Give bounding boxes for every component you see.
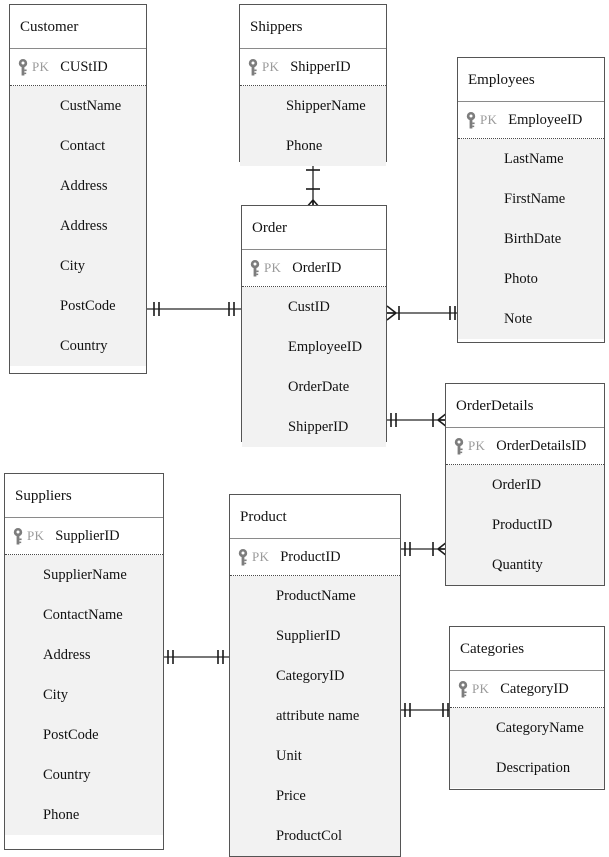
key-icon xyxy=(458,680,471,698)
key-icon xyxy=(466,111,479,129)
attribute-row: ShipperName xyxy=(286,98,366,114)
attribute-row: Price xyxy=(276,788,306,804)
key-icon xyxy=(454,437,467,455)
entity-title: Categories xyxy=(450,627,604,671)
entity-title: Shippers xyxy=(240,5,386,49)
entity-primary-key-row[interactable]: PK SupplierID xyxy=(5,518,163,555)
attribute-row: CategoryName xyxy=(496,720,584,736)
attribute-row: OrderDate xyxy=(288,379,350,395)
key-icon xyxy=(250,259,263,277)
relationship-suppliers-product[interactable] xyxy=(162,646,230,668)
entity-customer[interactable]: Customer PK CUStID CustName Contact Addr… xyxy=(9,4,147,374)
attribute-row: Contact xyxy=(60,138,106,154)
attribute-row: City xyxy=(43,687,68,703)
entity-attributes: CustName Contact Address Address City Po… xyxy=(10,86,146,366)
pk-tag: PK xyxy=(32,59,50,74)
entity-primary-key-row[interactable]: PK OrderID xyxy=(242,250,386,287)
entity-categories[interactable]: Categories PK CategoryID CategoryName De… xyxy=(449,626,605,790)
attribute-row: Phone xyxy=(43,807,80,823)
entity-primary-key-row[interactable]: PK OrderDetailsID xyxy=(446,428,604,465)
relationship-product-categories[interactable] xyxy=(400,699,456,721)
entity-primary-key-row[interactable]: PK EmployeeID xyxy=(458,102,604,139)
entity-primary-key-row[interactable]: PK ProductID xyxy=(230,539,400,576)
attribute-row: attribute name xyxy=(276,708,360,724)
entity-attributes: SupplierName ContactName Address City Po… xyxy=(5,555,163,835)
entity-title: Suppliers xyxy=(5,474,163,518)
attribute-row: CustID xyxy=(288,299,330,315)
key-icon xyxy=(238,548,251,566)
attribute-row: Quantity xyxy=(492,557,543,573)
entity-attributes: CustID EmployeeID OrderDate ShipperID xyxy=(242,287,386,447)
entity-primary-key-row[interactable]: PK CUStID xyxy=(10,49,146,86)
pk-field-name: CategoryID xyxy=(500,680,569,697)
relationship-order-employees[interactable] xyxy=(386,302,462,324)
entity-attributes: ProductName SupplierID CategoryID attrib… xyxy=(230,576,400,856)
attribute-row: Country xyxy=(43,767,91,783)
attribute-row: Phone xyxy=(286,138,323,154)
entity-title: Employees xyxy=(458,58,604,102)
pk-field-name: ProductID xyxy=(280,548,341,565)
entity-attributes: OrderID ProductID Quantity xyxy=(446,465,604,585)
entity-suppliers[interactable]: Suppliers PK SupplierID SupplierName Con… xyxy=(4,473,164,850)
entity-attributes: LastName FirstName BirthDate Photo Note xyxy=(458,139,604,339)
entity-shippers[interactable]: Shippers PK ShipperID ShipperName Phone xyxy=(239,4,387,166)
pk-tag: PK xyxy=(252,549,270,564)
attribute-row: BirthDate xyxy=(504,231,562,247)
key-icon xyxy=(248,58,261,76)
entity-primary-key-row[interactable]: PK ShipperID xyxy=(240,49,386,86)
pk-field-name: EmployeeID xyxy=(508,111,583,128)
attribute-row: Photo xyxy=(504,271,538,287)
attribute-row: ContactName xyxy=(43,607,123,623)
attribute-row: Note xyxy=(504,311,533,327)
attribute-row: Address xyxy=(43,647,91,663)
attribute-row: ShipperID xyxy=(288,419,349,435)
entity-attributes: CategoryName Descripation xyxy=(450,708,604,788)
entity-attributes: ShipperName Phone xyxy=(240,86,386,166)
relationship-product-orderdetails[interactable] xyxy=(400,538,448,560)
pk-tag: PK xyxy=(468,438,486,453)
attribute-row: ProductCol xyxy=(276,828,343,844)
pk-field-name: CUStID xyxy=(60,58,108,75)
pk-tag: PK xyxy=(264,260,282,275)
entity-employees[interactable]: Employees PK EmployeeID LastName FirstNa… xyxy=(457,57,605,343)
attribute-row: FirstName xyxy=(504,191,566,207)
entity-order[interactable]: Order PK OrderID CustID EmployeeID Order… xyxy=(241,205,387,447)
attribute-row: Address xyxy=(60,218,108,234)
attribute-row: Descripation xyxy=(496,760,571,776)
pk-field-name: OrderID xyxy=(292,259,342,276)
attribute-row: LastName xyxy=(504,151,564,167)
attribute-row: EmployeeID xyxy=(288,339,363,355)
attribute-row: ProductID xyxy=(492,517,553,533)
entity-title: OrderDetails xyxy=(446,384,604,428)
pk-tag: PK xyxy=(27,528,45,543)
relationship-customer-order[interactable] xyxy=(146,298,242,320)
pk-field-name: SupplierID xyxy=(55,527,120,544)
attribute-row: SupplierName xyxy=(43,567,127,583)
attribute-row: CustName xyxy=(60,98,122,114)
pk-tag: PK xyxy=(480,112,498,127)
pk-tag: PK xyxy=(262,59,280,74)
attribute-row: SupplierID xyxy=(276,628,341,644)
entity-product[interactable]: Product PK ProductID ProductName Supplie… xyxy=(229,494,401,857)
pk-tag: PK xyxy=(472,681,490,696)
attribute-row: Address xyxy=(60,178,108,194)
attribute-row: Country xyxy=(60,338,108,354)
entity-title: Order xyxy=(242,206,386,250)
relationship-order-orderdetails[interactable] xyxy=(386,409,448,431)
attribute-row: PostCode xyxy=(43,727,99,743)
pk-field-name: OrderDetailsID xyxy=(496,437,587,454)
attribute-row: PostCode xyxy=(60,298,116,314)
attribute-row: OrderID xyxy=(492,477,542,493)
entity-title: Product xyxy=(230,495,400,539)
attribute-row: ProductName xyxy=(276,588,356,604)
pk-field-name: ShipperID xyxy=(290,58,351,75)
attribute-row: CategoryID xyxy=(276,668,345,684)
key-icon xyxy=(13,527,26,545)
entity-orderdetails[interactable]: OrderDetails PK OrderDetailsID OrderID P… xyxy=(445,383,605,586)
key-icon xyxy=(18,58,31,76)
entity-title: Customer xyxy=(10,5,146,49)
entity-primary-key-row[interactable]: PK CategoryID xyxy=(450,671,604,708)
attribute-row: City xyxy=(60,258,85,274)
attribute-row: Unit xyxy=(276,748,302,764)
